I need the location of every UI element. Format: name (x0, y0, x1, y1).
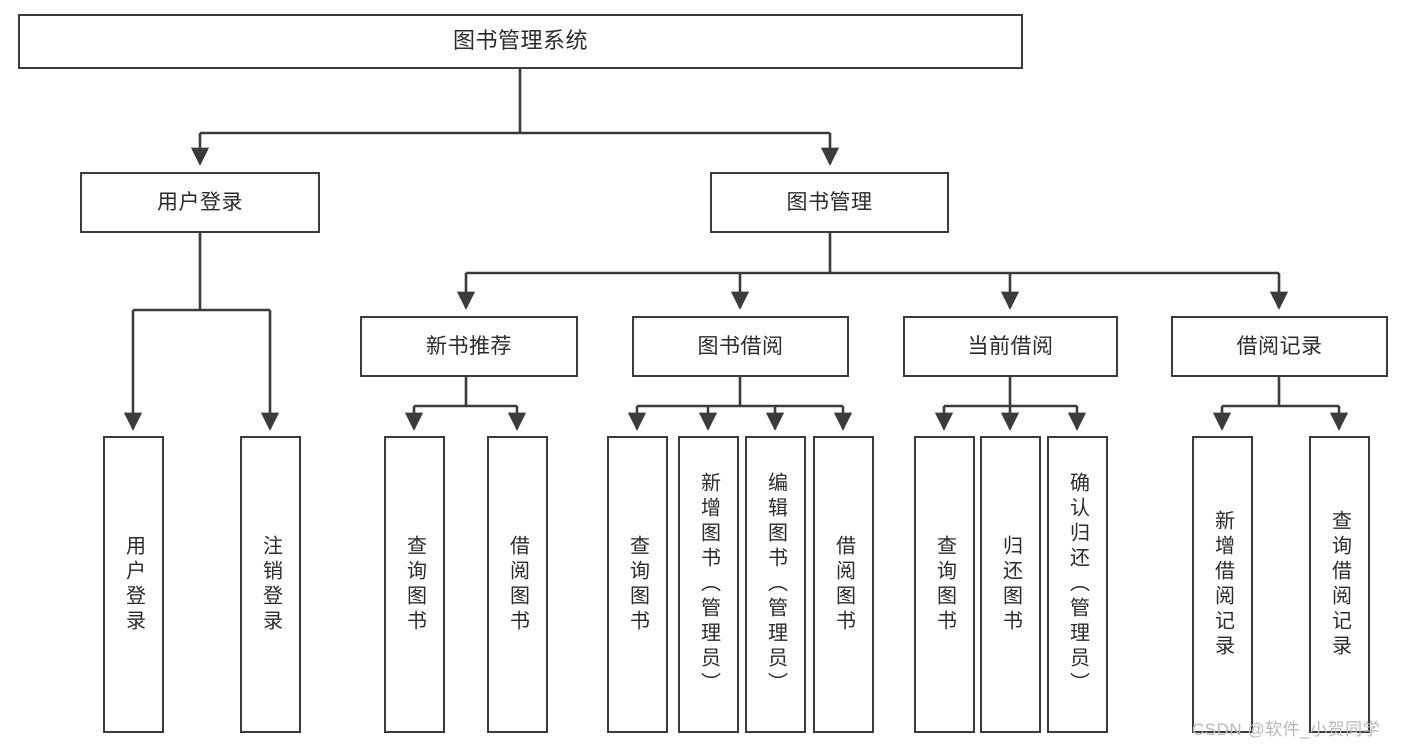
node-new-book-recommend[interactable]: 新书推荐 (360, 316, 578, 377)
leaf-current-return-book[interactable]: 归还图书 (980, 436, 1041, 733)
node-current-borrow[interactable]: 当前借阅 (903, 316, 1118, 377)
node-label: 新增借阅记录 (1211, 509, 1234, 660)
leaf-borrow-add-book[interactable]: 新增图书（管理员） (678, 436, 739, 733)
leaf-current-query-book[interactable]: 查询图书 (914, 436, 975, 733)
node-label: 借阅图书 (506, 534, 529, 635)
leaf-user-login-logout[interactable]: 注销登录 (240, 436, 301, 733)
node-label: 借阅图书 (832, 534, 855, 635)
leaf-record-add[interactable]: 新增借阅记录 (1192, 436, 1253, 733)
leaf-borrow-borrow-book[interactable]: 借阅图书 (813, 436, 874, 733)
node-label: 查询图书 (933, 534, 956, 635)
leaf-user-login-login[interactable]: 用户登录 (103, 436, 164, 733)
node-label: 查询图书 (626, 534, 649, 635)
node-borrow-record[interactable]: 借阅记录 (1171, 316, 1388, 377)
node-label: 借阅记录 (1236, 334, 1323, 358)
node-book-management[interactable]: 图书管理 (710, 172, 949, 233)
node-label: 图书借阅 (697, 334, 784, 358)
node-root-system[interactable]: 图书管理系统 (18, 14, 1023, 69)
leaf-borrow-edit-book[interactable]: 编辑图书（管理员） (745, 436, 806, 733)
node-label: 归还图书 (999, 534, 1022, 635)
node-label: 查询图书 (403, 534, 426, 635)
node-label: 用户登录 (157, 190, 243, 214)
node-label: 图书管理系统 (452, 28, 588, 54)
leaf-borrow-query-book[interactable]: 查询图书 (607, 436, 668, 733)
node-label: 注销登录 (259, 534, 282, 635)
node-label: 用户登录 (122, 534, 145, 635)
node-label: 新增图书（管理员） (697, 472, 720, 697)
leaf-new-book-borrow[interactable]: 借阅图书 (487, 436, 548, 733)
node-user-login[interactable]: 用户登录 (80, 172, 320, 233)
leaf-current-confirm-return[interactable]: 确认归还（管理员） (1047, 436, 1108, 733)
node-label: 新书推荐 (426, 334, 512, 358)
node-book-borrow[interactable]: 图书借阅 (632, 316, 849, 377)
leaf-record-query[interactable]: 查询借阅记录 (1309, 436, 1370, 733)
node-label: 当前借阅 (967, 334, 1054, 358)
leaf-new-book-query[interactable]: 查询图书 (384, 436, 445, 733)
node-label: 图书管理 (786, 190, 873, 214)
node-label: 查询借阅记录 (1328, 509, 1351, 660)
watermark-credit: CSDN @软件_小贺同学 (1192, 720, 1381, 739)
node-label: 编辑图书（管理员） (764, 472, 787, 697)
node-label: 确认归还（管理员） (1066, 472, 1089, 697)
